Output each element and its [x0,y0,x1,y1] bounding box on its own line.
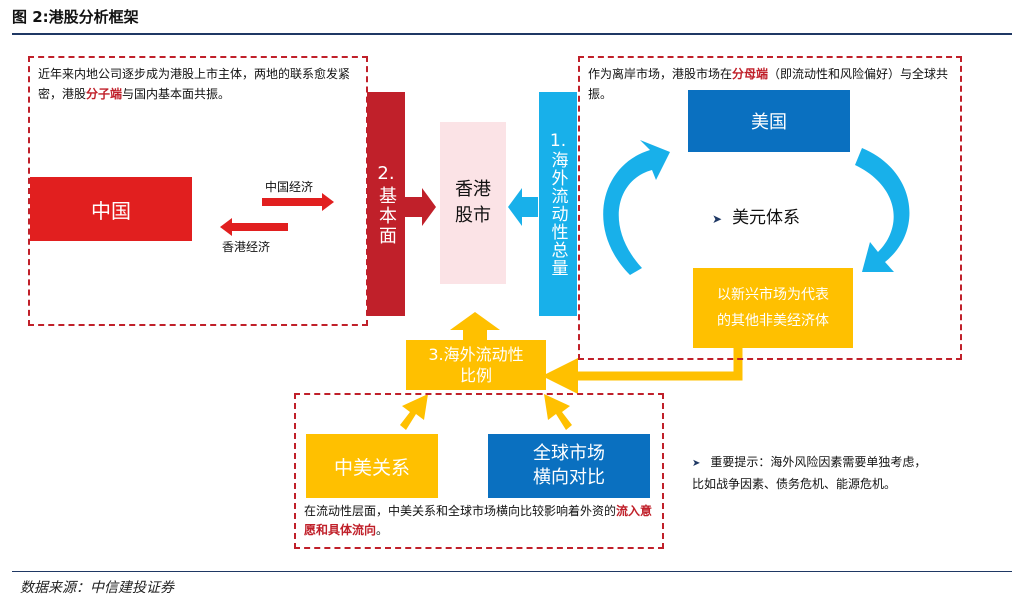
liquidity-ratio-box: 3.海外流动性 比例 [406,340,546,390]
bullet-arrow-icon: ➤ [712,212,723,226]
sino-us-to-ratio-arrow [400,394,428,430]
fundamentals-to-hk-arrow [405,188,436,226]
global-to-ratio-arrow [544,394,572,430]
ratio-to-hk-arrow [450,312,500,340]
liquidity-total-box: 1. 海外流动性总量 [539,92,577,316]
cycle-arrow-right [855,148,910,272]
cycle-arrow-left [603,140,670,275]
data-source: 数据来源：中信建投证券 [20,580,174,596]
usa-box: 美国 [688,90,850,152]
risk-reminder: ➤重要提示：海外风险因素需要单独考虑， 比如战争因素、债务危机、能源危机。 [692,455,927,491]
hk-economy-label: 香港经济 [222,240,271,254]
usd-system: ➤美元体系 [712,208,801,228]
global-comparison-box: 全球市场 横向对比 [488,434,650,498]
offshore-note: 作为离岸市场，港股市场在分母端（即流动性和风险偏好）与全球共振。 [588,67,949,101]
emerging-markets-box: 以新兴市场为代表 的其他非美经济体 [693,268,853,348]
figure-title: 图 2:港股分析框架 [12,8,139,26]
emerging-to-ratio-connector [542,346,743,394]
title-divider [12,33,1012,35]
china-economy-label: 中国经济 [265,180,314,194]
sino-us-box: 中美关系 [306,434,438,498]
china-economy-arrow [262,193,334,211]
bullet-arrow-icon: ➤ [692,458,701,469]
liquidity-to-hk-arrow [508,188,538,226]
footer-divider [12,571,1012,572]
liquidity-factors-panel [294,393,664,549]
china-box: 中国 [30,177,192,241]
hk-market-box: 香港股市 [440,122,506,284]
domestic-note: 近年来内地公司逐步成为港股上市主体，两地的联系愈发紧密，港股分子端与国内基本面共… [38,67,351,101]
liquidity-factors-note: 在流动性层面，中美关系和全球市场横向比较影响着外资的流入意愿和具体流向。 [304,504,653,537]
offshore-panel [578,56,962,360]
hk-economy-arrow [220,218,288,236]
fundamentals-box: 2. 基本面 [367,92,405,316]
